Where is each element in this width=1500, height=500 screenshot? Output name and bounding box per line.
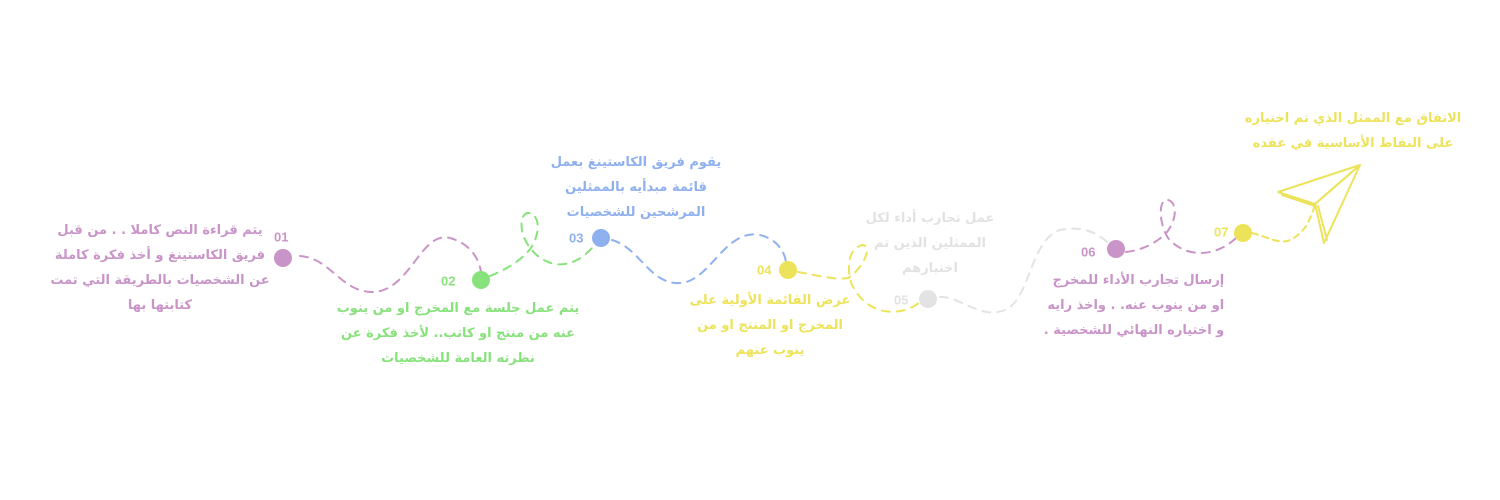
step-02-dot [472, 271, 490, 289]
step-07-text: الاتفاق مع الممثل الذي تم اختياره على ال… [1245, 106, 1461, 156]
text-line: فريق الكاستينغ و أخذ فكرة كاملة [54, 248, 266, 263]
text-line: الاتفاق مع الممثل الذي تم اختياره [1244, 111, 1462, 126]
text-line: او من ينوب عنه. . واخذ رايه [1047, 298, 1225, 313]
step-01-dot [274, 249, 292, 267]
step-07-number: 07 [1214, 224, 1229, 240]
path-segment-05-06 [939, 227, 1109, 314]
text-line: كتابتها بها [127, 298, 193, 313]
path-segment-01-02 [299, 236, 482, 294]
path-segment-06-07 [1125, 198, 1237, 254]
text-line: المرشحين للشخصيات [566, 205, 706, 220]
step-07-dot [1234, 224, 1252, 242]
step-03-dot [592, 229, 610, 247]
text-line: اختيارهم [901, 261, 959, 276]
path-segment-07-plane [1251, 204, 1316, 243]
text-line: المخرج او المنتج او من [697, 318, 843, 333]
step-02-text: يتم عمل جلسة مع المخرج او من ينوب عنه من… [337, 296, 580, 371]
text-line: يتم عمل جلسة مع المخرج او من ينوب [336, 301, 580, 316]
text-line: عمل تجارب أداء لكل [865, 211, 995, 226]
text-line: عنه من منتج او كاتب.. لأخذ فكرة عن [340, 326, 575, 341]
text-line: ينوب عنهم [735, 343, 805, 358]
step-05-text: عمل تجارب أداء لكل الممثلين الذين تم اخت… [866, 206, 995, 281]
step-01-number: 01 [274, 229, 289, 245]
step-05-dot [919, 290, 937, 308]
text-line: يتم قراءة النص كاملا . . من قبل [57, 223, 263, 238]
text-line: على النقاط الأساسية في عقده [1252, 136, 1454, 151]
step-03-text: يقوم فريق الكاستينغ بعمل قائمة مبدأيه با… [551, 150, 722, 225]
step-04-number: 04 [757, 262, 772, 278]
step-06-number: 06 [1081, 244, 1096, 260]
text-line: و اختياره النهائي للشخصية . [1043, 323, 1225, 338]
step-04-text: عرض القائمة الأولية على المخرج او المنتج… [690, 288, 851, 363]
path-segment-02-03 [489, 211, 598, 277]
step-04-dot [779, 261, 797, 279]
step-02-number: 02 [441, 273, 456, 289]
step-03-number: 03 [569, 230, 584, 246]
paper-plane-icon [1277, 164, 1361, 244]
text-line: يقوم فريق الكاستينغ بعمل [550, 155, 722, 170]
text-line: إرسال تجارب الأداء للمخرج [1052, 273, 1225, 288]
step-05-number: 05 [894, 292, 909, 308]
text-line: نظرته العامة للشخصيات [381, 351, 535, 366]
step-06-dot [1107, 240, 1125, 258]
text-line: قائمة مبدأيه بالممثلين [565, 180, 707, 195]
text-line: عرض القائمة الأولية على [689, 293, 851, 308]
path-segment-03-04 [611, 233, 787, 285]
text-line: عن الشخصيات بالطريقة التي تمت [50, 273, 270, 288]
step-06-text: إرسال تجارب الأداء للمخرج او من ينوب عنه… [1044, 268, 1225, 343]
text-line: الممثلين الذين تم [874, 236, 986, 251]
path-segment-04-05 [797, 243, 921, 313]
step-01-text: يتم قراءة النص كاملا . . من قبل فريق الك… [50, 218, 269, 318]
